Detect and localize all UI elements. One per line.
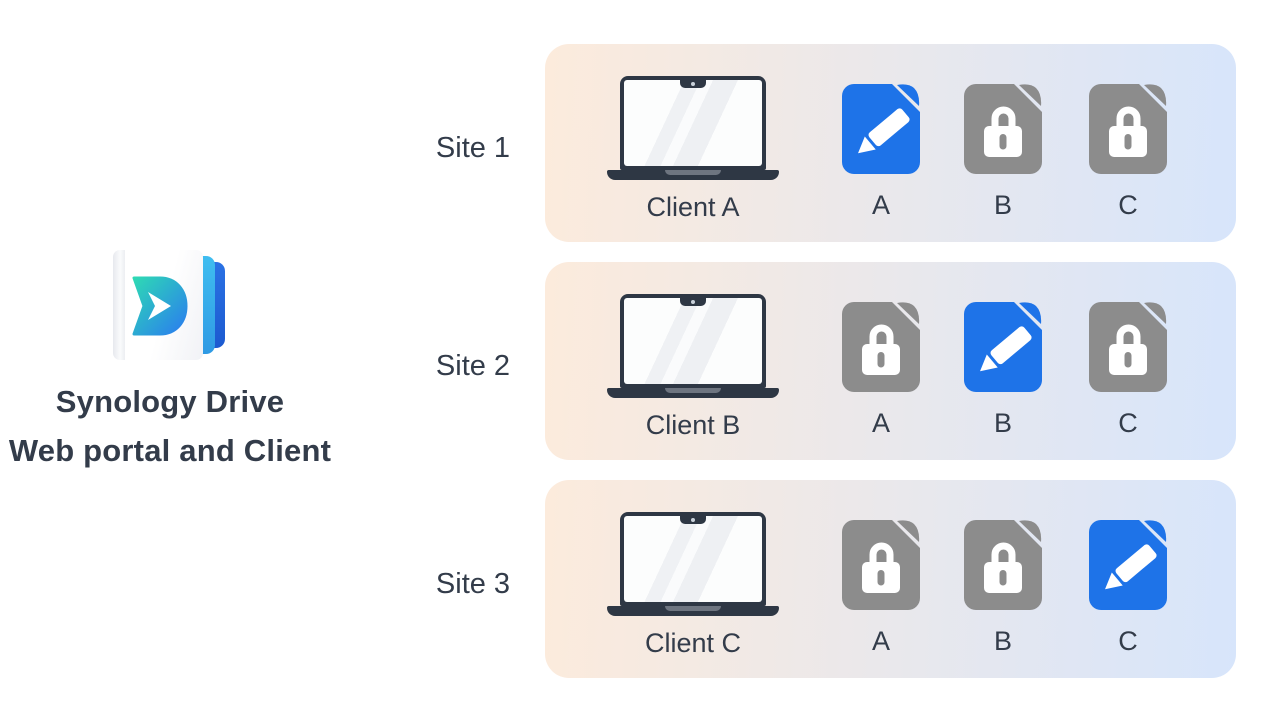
lock-icon: [862, 542, 900, 593]
client-block: Client A: [603, 76, 783, 223]
client-label: Client C: [644, 628, 742, 658]
laptop-base: [607, 170, 779, 180]
laptop-base: [607, 388, 779, 398]
laptop-base: [607, 606, 779, 616]
lock-icon: [1109, 324, 1147, 375]
site-card: Client B: [545, 262, 1236, 460]
document-icon: [1089, 302, 1167, 392]
file-b: B: [943, 302, 1063, 439]
site-row-3: Site 3 Client C: [436, 480, 1236, 678]
pencil-icon: [1105, 544, 1157, 590]
file-c: C: [1068, 302, 1188, 439]
file-b: B: [943, 84, 1063, 221]
site-row-1: Site 1 Client A: [436, 44, 1236, 242]
laptop-screen-glass: [624, 298, 762, 384]
file-a: A: [821, 520, 941, 657]
client-label: Client B: [645, 410, 741, 440]
laptop-icon: [607, 76, 779, 180]
document-icon: [842, 302, 920, 392]
pencil-icon: [858, 108, 910, 154]
file-label: B: [993, 190, 1012, 220]
client-label: Client A: [646, 192, 740, 222]
file-label: A: [871, 626, 890, 656]
lock-icon: [1109, 106, 1147, 157]
laptop-screen: [620, 512, 766, 606]
file-label: C: [1118, 190, 1138, 220]
document-icon: [1089, 520, 1167, 610]
file-a: A: [821, 84, 941, 221]
logo-book-cover: [113, 250, 203, 360]
file-c: C: [1068, 520, 1188, 657]
lock-icon: [984, 542, 1022, 593]
document-icon: [964, 302, 1042, 392]
file-label: C: [1118, 626, 1138, 656]
laptop-screen: [620, 294, 766, 388]
laptop-icon: [607, 512, 779, 616]
lock-icon: [984, 106, 1022, 157]
sites-panel: Site 1 Client A: [378, 0, 1276, 722]
lock-icon: [862, 324, 900, 375]
client-block: Client C: [603, 512, 783, 659]
brand-title-line2: Web portal and Client: [8, 433, 332, 468]
document-icon: [964, 520, 1042, 610]
site-label: Site 3: [435, 567, 511, 600]
file-label: B: [993, 626, 1012, 656]
site-rows: Site 1 Client A: [436, 44, 1236, 698]
client-block: Client B: [603, 294, 783, 441]
file-a: A: [821, 302, 941, 439]
file-label: A: [871, 190, 890, 220]
laptop-camera-notch: [680, 80, 706, 88]
site-card: Client C: [545, 480, 1236, 678]
site-card: Client A: [545, 44, 1236, 242]
drive-d-arrow-icon: [132, 276, 188, 336]
file-b: B: [943, 520, 1063, 657]
file-label: B: [993, 408, 1012, 438]
brand-title-line1: Synology Drive: [55, 384, 285, 419]
laptop-camera-notch: [680, 516, 706, 524]
brand-panel: Synology Drive Web portal and Client: [0, 0, 378, 722]
site-label: Site 2: [435, 349, 511, 382]
brand-title: Synology Drive Web portal and Client: [0, 377, 340, 475]
laptop-camera-notch: [680, 298, 706, 306]
laptop-screen-glass: [624, 516, 762, 602]
synology-drive-logo: [113, 249, 228, 361]
document-icon: [842, 84, 920, 174]
site-row-2: Site 2 Client B: [436, 262, 1236, 460]
file-c: C: [1068, 84, 1188, 221]
laptop-screen: [620, 76, 766, 170]
pencil-icon: [980, 326, 1032, 372]
document-icon: [964, 84, 1042, 174]
laptop-icon: [607, 294, 779, 398]
laptop-screen-glass: [624, 80, 762, 166]
site-label: Site 1: [435, 131, 511, 164]
file-label: A: [871, 408, 890, 438]
document-icon: [842, 520, 920, 610]
file-label: C: [1118, 408, 1138, 438]
document-icon: [1089, 84, 1167, 174]
